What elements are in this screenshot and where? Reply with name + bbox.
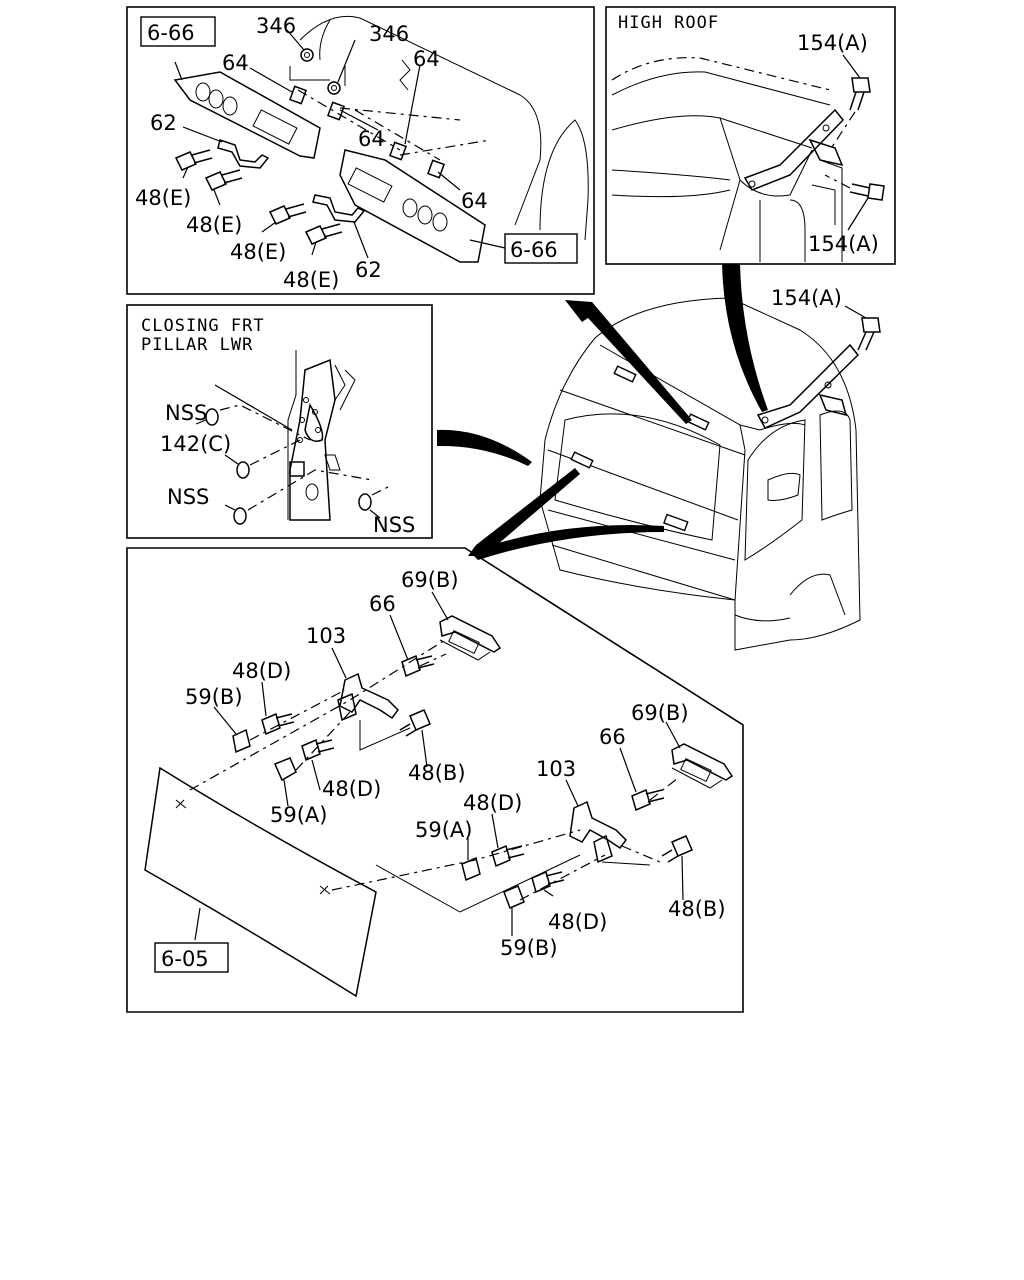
label-48d-4: 48(D) (548, 910, 607, 934)
label-64-d: 64 (461, 189, 488, 213)
lower-lamp-housing (339, 149, 486, 263)
label-48e-4: 48(E) (283, 268, 339, 292)
callout-arrow-bottom-b (470, 525, 664, 560)
label-346-b: 346 (369, 22, 409, 46)
label-59a-2: 59(A) (415, 818, 472, 842)
label-64-a: 64 (222, 51, 249, 75)
label-69b-2: 69(B) (631, 701, 689, 725)
label-346-a: 346 (256, 14, 296, 38)
ref-tag-6-05-text: 6-05 (161, 947, 209, 971)
label-59b-1: 59(B) (185, 685, 243, 709)
top-left-drawing (173, 15, 589, 263)
callout-arrow-top-left (565, 300, 692, 424)
ref-tag-6-66-top-text: 6-66 (147, 21, 195, 45)
label-154a-2: 154(A) (808, 232, 879, 256)
hinge-plate-69b-upper (439, 615, 502, 653)
ref-tag-6-05: 6-05 (154, 942, 229, 973)
upper-lamp-housing (173, 71, 321, 159)
label-66-b: 66 (599, 725, 626, 749)
panel-top-right-frame (605, 6, 896, 265)
panel-middle-left-frame (126, 304, 433, 539)
panel-top-left-frame (126, 6, 595, 295)
label-154a-1: 154(A) (797, 31, 868, 55)
vehicle-rear-view (539, 297, 881, 651)
ref-tag-6-66-bottom-text: 6-66 (510, 238, 558, 262)
rear-garnish-panel (144, 766, 377, 998)
label-48e-1: 48(E) (135, 186, 191, 210)
label-64-c: 64 (358, 127, 385, 151)
label-nss-3: NSS (373, 513, 415, 537)
label-59b-2: 59(B) (500, 936, 558, 960)
ref-tag-6-66-bottom: 6-66 (504, 233, 578, 264)
label-62-a: 62 (150, 111, 177, 135)
label-48b-1: 48(B) (408, 761, 466, 785)
hinge-103-upper (339, 672, 399, 720)
bracket-62-lower (312, 194, 366, 223)
pillar-title-line1: CLOSING FRT (141, 316, 265, 336)
ref-tag-6-66-top: 6-66 (140, 16, 216, 47)
label-48d-3: 48(D) (463, 791, 522, 815)
label-nss-2: NSS (167, 485, 209, 509)
label-142c: 142(C) (160, 432, 231, 456)
label-nss-1: NSS (165, 401, 207, 425)
label-48d-1: 48(D) (232, 659, 291, 683)
callout-arrow-top-right (722, 264, 768, 412)
label-66-a: 66 (369, 592, 396, 616)
callout-arrow-bottom-a (468, 468, 580, 556)
label-154a-3: 154(A) (771, 286, 842, 310)
hinge-plate-69b-lower (671, 743, 734, 781)
hinge-103-lower (569, 800, 627, 850)
label-103-a: 103 (306, 624, 346, 648)
label-48b-2: 48(B) (668, 897, 726, 921)
label-48d-2: 48(D) (322, 777, 381, 801)
panel-bottom-frame (126, 547, 744, 1013)
label-48e-3: 48(E) (230, 240, 286, 264)
label-59a-1: 59(A) (270, 803, 327, 827)
high-roof-drawing (611, 54, 885, 262)
callout-arrow-middle (437, 429, 532, 466)
pillar-title-line2: PILLAR LWR (141, 335, 253, 355)
bracket-62-upper (217, 139, 270, 169)
label-48e-2: 48(E) (186, 213, 242, 237)
label-62-b: 62 (355, 258, 382, 282)
pillar-drawing (195, 350, 393, 525)
high-roof-title: HIGH ROOF (618, 13, 719, 33)
bottom-drawing (144, 591, 734, 998)
label-64-b: 64 (413, 47, 440, 71)
label-69b-1: 69(B) (401, 568, 459, 592)
label-103-b: 103 (536, 757, 576, 781)
